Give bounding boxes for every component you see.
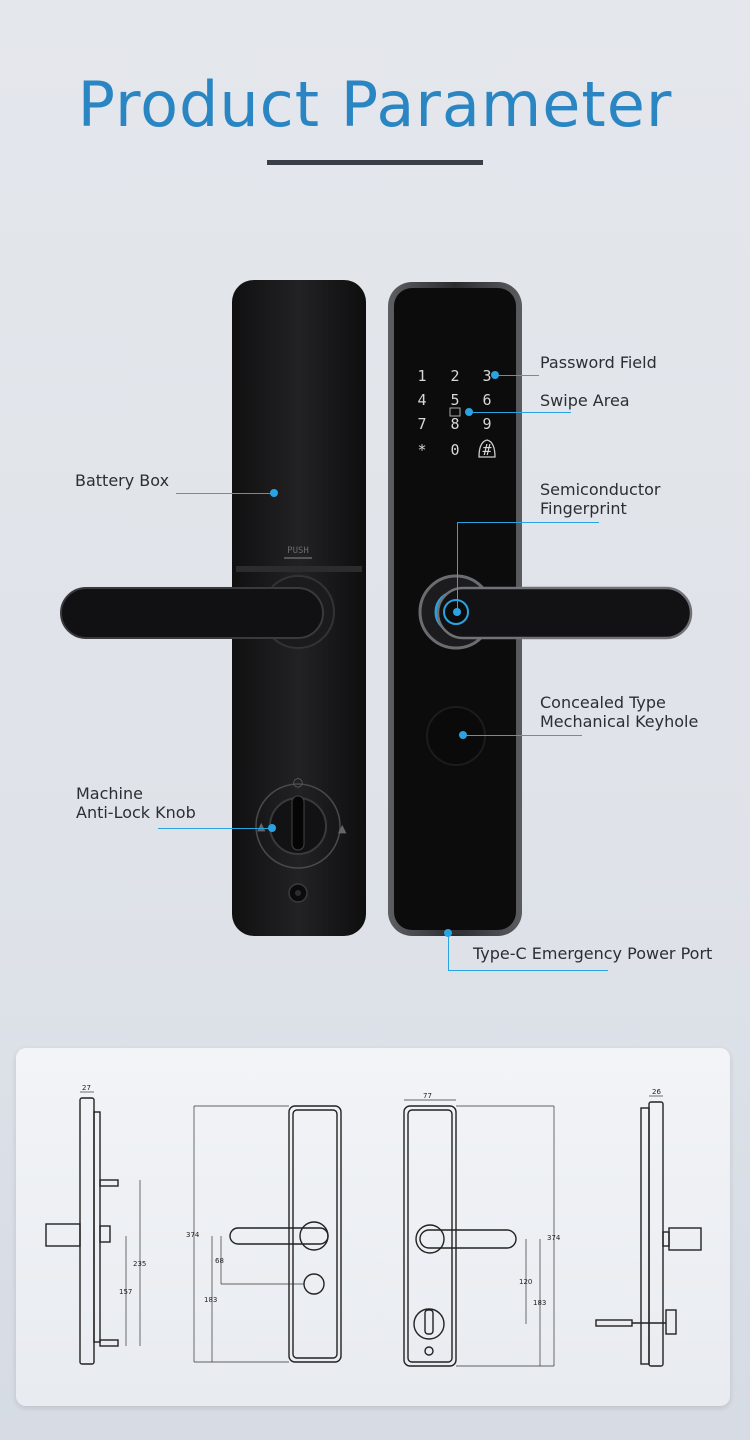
keyhole-label-line2: Mechanical Keyhole <box>540 712 699 731</box>
battery-box-line <box>176 493 274 494</box>
lock-illustration: PUSH ○ ▲ ▲ 1 2 3 4 5 6 7 8 9 * 0 <box>60 280 693 936</box>
svg-text:▲: ▲ <box>338 822 347 835</box>
key-4: 4 <box>417 391 426 409</box>
swipe-area-line <box>469 412 571 413</box>
key-1: 1 <box>417 367 426 385</box>
key-star: * <box>417 441 426 459</box>
key-5: 5 <box>450 391 459 409</box>
knob-label: Machine Anti-Lock Knob <box>76 784 196 822</box>
push-label: PUSH <box>287 546 309 556</box>
key-0: 0 <box>450 441 459 459</box>
dim-back-h1: 120 <box>519 1278 532 1286</box>
dim-back-h2: 183 <box>533 1299 546 1307</box>
key-6: 6 <box>482 391 491 409</box>
dim-side-a-width: 27 <box>82 1084 91 1092</box>
svg-text:○: ○ <box>293 775 303 789</box>
battery-box-dot <box>270 489 278 497</box>
key-hash: # <box>482 441 491 459</box>
svg-text:▲: ▲ <box>257 820 266 833</box>
title-underline <box>267 160 483 165</box>
knob-label-line1: Machine <box>76 784 143 803</box>
dim-front-h1: 68 <box>215 1257 224 1265</box>
password-field-line <box>495 375 539 376</box>
key-8: 8 <box>450 415 459 433</box>
outdoor-lock-panel: 1 2 3 4 5 6 7 8 9 * 0 # <box>388 282 693 936</box>
power-port-label: Type-C Emergency Power Port <box>473 944 713 963</box>
key-2: 2 <box>450 367 459 385</box>
page-title: Product Parameter <box>77 68 673 141</box>
dim-back-height: 374 <box>547 1234 561 1242</box>
power-port-line <box>448 970 608 971</box>
fingerprint-dot <box>453 608 461 616</box>
key-7: 7 <box>417 415 426 433</box>
dim-back-width: 77 <box>423 1092 432 1100</box>
password-field-label: Password Field <box>540 353 657 372</box>
fingerprint-line <box>457 522 599 523</box>
dim-front-height: 374 <box>186 1231 200 1239</box>
fingerprint-label: Semiconductor Fingerprint <box>540 480 661 518</box>
bell-icon <box>478 439 496 458</box>
keyhole-line <box>463 735 582 736</box>
dim-side-b-width: 26 <box>652 1088 661 1096</box>
fingerprint-label-line1: Semiconductor <box>540 480 661 499</box>
keyhole-label-line1: Concealed Type <box>540 693 666 712</box>
keyhole-label: Concealed Type Mechanical Keyhole <box>540 693 698 731</box>
key-9: 9 <box>482 415 491 433</box>
knob-label-line2: Anti-Lock Knob <box>76 803 196 822</box>
keyhole-cover <box>426 706 486 766</box>
fingerprint-label-line2: Fingerprint <box>540 499 627 518</box>
knob-dot <box>268 824 276 832</box>
knob-line <box>158 828 272 829</box>
dim-front-h2: 183 <box>204 1296 217 1304</box>
dim-side-a-h1: 235 <box>133 1260 146 1268</box>
swipe-area-label: Swipe Area <box>540 391 630 410</box>
dim-side-a-h2: 157 <box>119 1288 132 1296</box>
dimension-drawings-panel <box>16 1048 730 1406</box>
key-3: 3 <box>482 367 491 385</box>
dimension-drawings: 27 235 157 374 68 183 77 374 120 183 26 <box>45 1084 702 1367</box>
battery-box-label: Battery Box <box>75 471 170 490</box>
indoor-lock-panel: PUSH ○ ▲ ▲ <box>60 280 366 936</box>
